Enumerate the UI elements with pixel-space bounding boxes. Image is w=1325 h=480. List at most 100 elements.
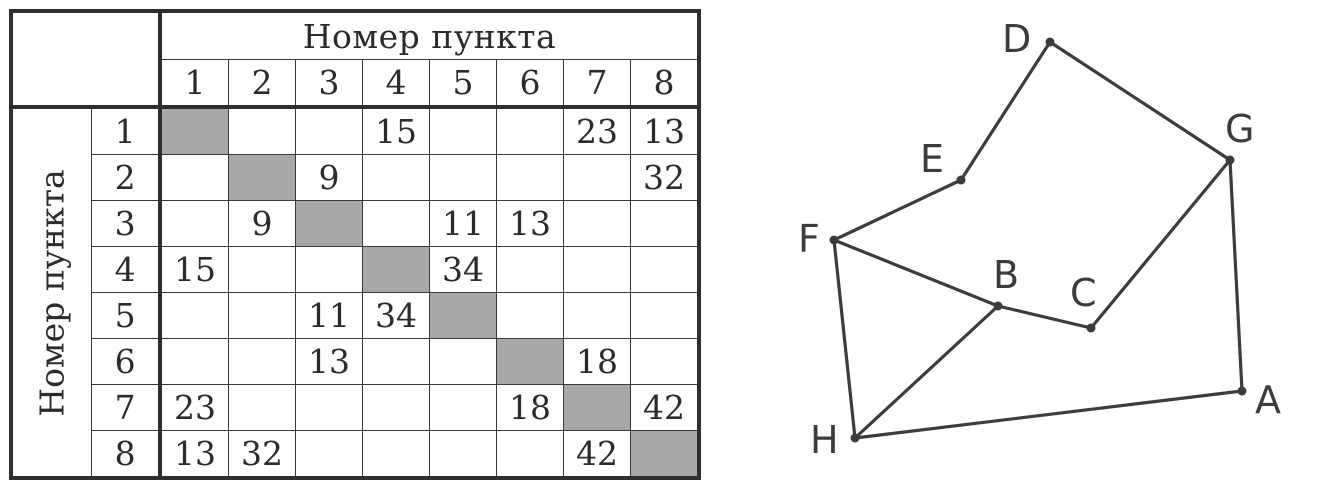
table-cell: 18 (496, 384, 564, 431)
table-cell: 42 (563, 430, 631, 479)
vertex-label-e: E (920, 137, 944, 181)
table-row: 2 9 32 (11, 154, 700, 201)
table-cell: 13 (630, 105, 700, 155)
edge-d-e (959, 41, 1052, 181)
table-cell (429, 154, 497, 201)
row-header-7: 7 (91, 384, 161, 431)
table-cell: 42 (630, 384, 700, 431)
row-header-5: 5 (91, 292, 161, 339)
edge-h-b (853, 304, 1000, 440)
vertex-h (850, 433, 860, 443)
table-cell (295, 384, 363, 431)
table-cell (228, 338, 296, 385)
table-cell (362, 154, 430, 201)
table-cell (496, 246, 564, 293)
table-cell: 18 (563, 338, 631, 385)
edge-e-f (833, 178, 962, 242)
edge-a-h (854, 389, 1243, 440)
row-header-1: 1 (91, 105, 161, 155)
vertex-g (1225, 155, 1235, 165)
table-cell (630, 338, 700, 385)
column-header-2: 2 (228, 59, 296, 108)
vertex-label-d: D (1002, 17, 1031, 61)
table-cell (429, 338, 497, 385)
table-cell: 32 (630, 154, 700, 201)
table-cell: 34 (362, 292, 430, 339)
table-corner (10, 10, 161, 108)
diagonal-cell (429, 292, 497, 339)
diagonal-cell (362, 246, 430, 293)
table-cell: 15 (362, 105, 430, 155)
diagonal-cell (630, 430, 700, 479)
column-header-title: Номер пункта (158, 10, 700, 60)
table-cell (228, 384, 296, 431)
row-header-6: 6 (91, 338, 161, 385)
vertex-label-h: H (810, 418, 839, 462)
table-cell: 15 (158, 246, 229, 293)
vertex-label-f: F (798, 217, 820, 261)
edge-f-b (833, 238, 999, 308)
row-header-3: 3 (91, 200, 161, 247)
table-cell (228, 292, 296, 339)
column-header-1: 1 (158, 59, 229, 108)
table-cell (563, 154, 631, 201)
table-cell: 23 (563, 105, 631, 155)
table-cell (295, 105, 363, 155)
diagonal-cell (158, 105, 229, 155)
table-cell (158, 200, 229, 247)
table-cell: 32 (228, 430, 296, 479)
table-cell (158, 154, 229, 201)
table-cell: 9 (228, 200, 296, 247)
edges-layer (832, 40, 1244, 440)
vertex-f (829, 235, 839, 245)
table-cell: 13 (158, 430, 229, 479)
table-cell: 9 (295, 154, 363, 201)
table-cell (496, 154, 564, 201)
edge-c-g (1089, 158, 1232, 330)
table-cell (563, 292, 631, 339)
table-cell (228, 246, 296, 293)
table-cell: 34 (429, 246, 497, 293)
table-cell (429, 384, 497, 431)
table-cell (630, 200, 700, 247)
column-header-5: 5 (429, 59, 497, 108)
row-header-2: 2 (91, 154, 161, 201)
table-cell (563, 200, 631, 247)
row-header-8: 8 (91, 430, 161, 479)
edge-d-g (1049, 40, 1231, 162)
table-cell: 13 (496, 200, 564, 247)
table-cell: 11 (295, 292, 363, 339)
row-header-title-text: Номер пункта (32, 168, 72, 417)
table-cell (362, 430, 430, 479)
diagonal-cell (563, 384, 631, 431)
edge-g-a (1228, 159, 1244, 392)
edge-h-f (832, 239, 857, 439)
table-cell (362, 384, 430, 431)
column-header-6: 6 (496, 59, 564, 108)
column-header-8: 8 (630, 59, 700, 108)
diagonal-cell (496, 338, 564, 385)
table-cell (429, 105, 497, 155)
vertex-b (993, 301, 1003, 311)
vertex-label-c: C (1070, 271, 1097, 315)
row-header-4: 4 (91, 246, 161, 293)
table-cell (630, 246, 700, 293)
table-cell (429, 430, 497, 479)
column-header-3: 3 (295, 59, 363, 108)
table-cell (295, 430, 363, 479)
vertex-label-b: B (993, 253, 1019, 297)
vertex-a (1237, 386, 1247, 396)
diagonal-cell (228, 154, 296, 201)
table-cell (228, 105, 296, 155)
table-cell (496, 292, 564, 339)
vertex-label-g: G (1225, 107, 1254, 151)
vertex-e (956, 175, 966, 185)
